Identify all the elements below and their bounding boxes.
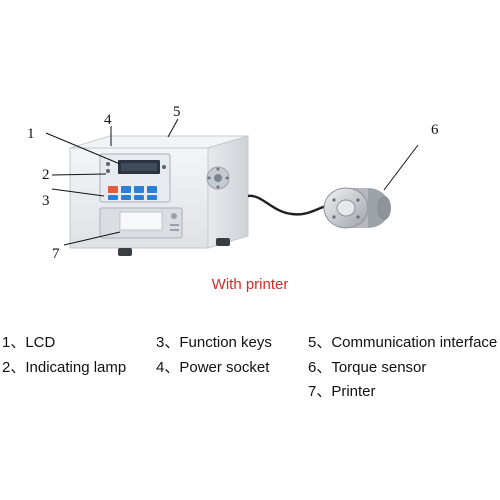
legend-item-printer: 7、Printer bbox=[308, 383, 376, 400]
legend-item-function-keys: 3、Function keys bbox=[156, 334, 272, 351]
communication-port bbox=[206, 166, 230, 190]
torque-tester-diagram: 1 2 3 4 5 6 7 bbox=[27, 104, 439, 262]
callout-3: 3 bbox=[42, 193, 50, 209]
indicating-lamp bbox=[162, 165, 166, 169]
callout-4: 4 bbox=[104, 112, 112, 128]
legend-item-lcd: 1、LCD bbox=[2, 334, 56, 351]
tester-device bbox=[69, 135, 249, 256]
callout-5: 5 bbox=[173, 104, 181, 120]
caption: With printer bbox=[211, 276, 289, 293]
indicating-lamp bbox=[106, 169, 110, 173]
legend-item-torque-sensor: 6、Torque sensor bbox=[308, 359, 427, 376]
function-keys bbox=[108, 186, 157, 200]
callout-6: 6 bbox=[431, 122, 439, 138]
callout-1: 1 bbox=[27, 126, 35, 142]
legend-item-power-socket: 4、Power socket bbox=[156, 359, 270, 376]
callout-2: 2 bbox=[42, 167, 50, 183]
callout-7: 7 bbox=[52, 246, 60, 262]
sensor-cable bbox=[247, 194, 327, 216]
torque-sensor bbox=[323, 187, 391, 229]
leader-lines bbox=[45, 118, 419, 246]
legend-item-communication-interface: 5、Communication interface bbox=[308, 334, 498, 351]
legend-item-indicating-lamp: 2、Indicating lamp bbox=[2, 359, 127, 376]
indicating-lamp bbox=[106, 162, 110, 166]
